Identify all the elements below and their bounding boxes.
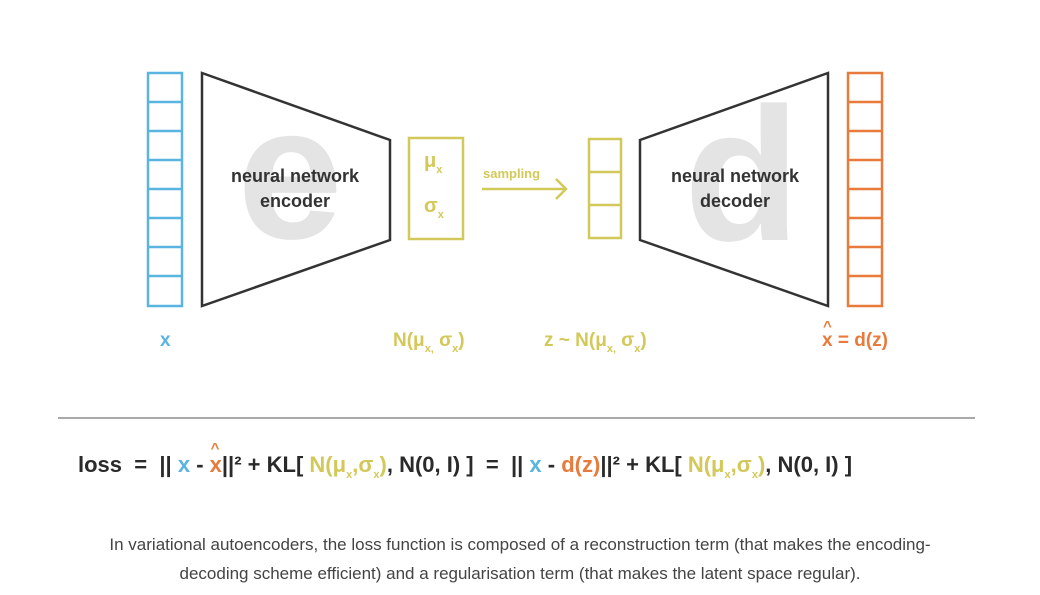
kl-open-2: KL[ (645, 452, 682, 477)
norm-open: || (159, 452, 172, 477)
kl-prior: , N(0, I) ] (386, 452, 474, 477)
decoder-label-line2: decoder (699, 191, 771, 211)
norm-close: ||² (221, 452, 242, 477)
encoder-trapezoid (200, 71, 392, 308)
term-x: x (177, 452, 191, 477)
norm-open-2: || (510, 452, 524, 477)
sampling-arrow (482, 178, 568, 200)
plus-sign-2: + (626, 452, 646, 477)
norm-close-2: ||² (600, 452, 620, 477)
kl-open: KL[ (266, 452, 304, 477)
decoder-label-line1: neural network (670, 166, 800, 186)
kl-encoder-dist-2: N(μx,σx) (687, 452, 766, 481)
encoder-distribution-label: N(μx, σx) (393, 330, 465, 355)
encoder-label-line2: encoder (259, 191, 331, 211)
input-vector (146, 71, 184, 308)
vae-diagram: e d (58, 67, 975, 419)
decoder-label: neural network decoder (650, 164, 820, 214)
term-dz: d(z) (561, 452, 601, 477)
sigma-label: σx (424, 195, 444, 221)
latent-z-vector (587, 137, 623, 240)
decoder-trapezoid (638, 71, 830, 308)
sampling-label: sampling (483, 166, 541, 181)
caption-line1: In variational autoencoders, the loss fu… (109, 535, 931, 554)
output-vector (846, 71, 884, 308)
term-xhat: x^ (209, 440, 222, 477)
figure-caption: In variational autoencoders, the loss fu… (0, 530, 1040, 588)
equals-sign: = (134, 452, 148, 477)
kl-prior-2: , N(0, I) ] (765, 452, 853, 477)
kl-encoder-dist: N(μx,σx) (309, 452, 387, 481)
reconstruction-label: x^ = d(z) (822, 318, 888, 351)
minus-sign: - (190, 452, 210, 477)
loss-formula: loss = || x - x^||² + KL[ N(μx,σx), N(0,… (78, 440, 853, 481)
z-sample-label: z ~ N(μx, σx) (544, 330, 647, 355)
encoder-label: neural network encoder (210, 164, 380, 214)
mu-label: μx (424, 150, 443, 176)
term-x-2: x (529, 452, 542, 477)
caption-line2: decoding scheme efficient) and a regular… (179, 564, 861, 583)
x-label: x (160, 330, 171, 351)
equals-sign-2: = (485, 452, 499, 477)
minus-sign-2: - (541, 452, 562, 477)
encoder-label-line1: neural network (230, 166, 360, 186)
latent-params-box (407, 136, 465, 241)
loss-word: loss (78, 452, 123, 477)
plus-sign: + (247, 452, 267, 477)
encoder-watermark: e (237, 67, 343, 279)
